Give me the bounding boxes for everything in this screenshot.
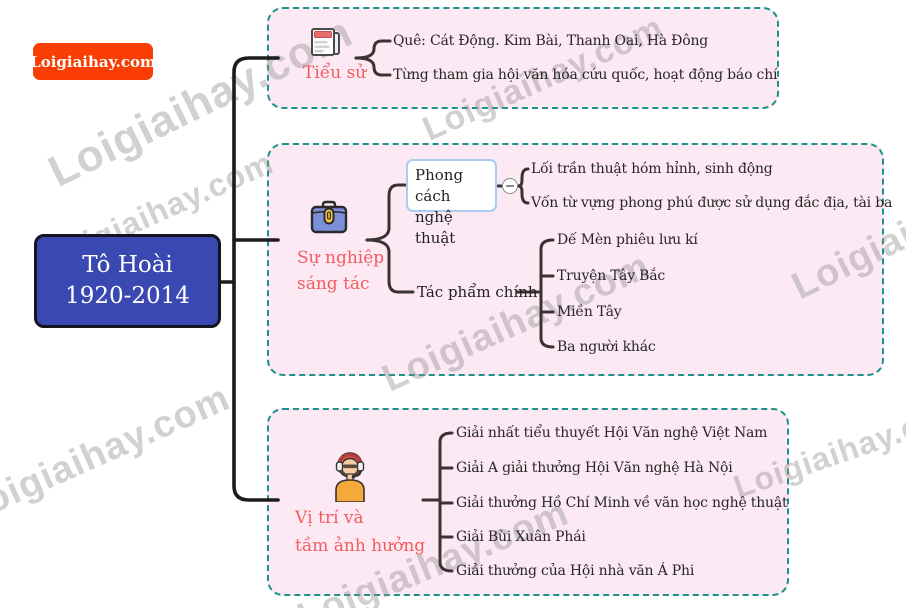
briefcase-icon <box>310 200 348 238</box>
tree-item[interactable]: Từng tham gia hội văn hóa cứu quốc, hoạt… <box>393 67 778 83</box>
tree-item[interactable]: Dế Mèn phiêu lưu kí <box>557 232 698 248</box>
watermark: Loigiaihay.com <box>850 529 906 608</box>
subtopic-artistic-style[interactable]: Phong cách nghệ thuật <box>406 159 497 247</box>
tree-item[interactable]: Giải thưởng Hồ Chí Minh về văn học nghệ … <box>456 495 788 511</box>
tree-item[interactable]: Lối trần thuật hóm hỉnh, sinh động <box>531 161 773 177</box>
branch-label-line: Vị trí và <box>295 508 364 528</box>
root-name: Tô Hoài <box>82 252 173 278</box>
tree-item[interactable]: Giải thưởng của Hội nhà văn Á Phi <box>456 563 695 579</box>
branch-box-biography[interactable] <box>267 7 779 109</box>
person-headset-icon <box>330 450 370 506</box>
tree-item[interactable]: Truyện Tây Bắc <box>557 268 666 284</box>
tree-item[interactable]: Ba người khác <box>557 339 656 355</box>
newspaper-icon <box>309 26 343 64</box>
branch-label-line: sáng tác <box>297 274 370 294</box>
watermark: Loigiaihay.com <box>0 376 237 533</box>
collapse-button[interactable] <box>502 178 518 194</box>
tree-item[interactable]: Giải nhất tiểu thuyết Hội Văn nghệ Việt … <box>456 425 768 441</box>
branch-box-influence[interactable] <box>267 408 789 596</box>
branch-label-influence[interactable]: Vị trí và tầm ảnh hưởng <box>295 504 425 560</box>
branch-label-career[interactable]: Sự nghiệp sáng tác <box>297 245 384 297</box>
site-logo: Loigiaihay.com <box>30 43 156 80</box>
root-node[interactable]: Tô Hoài 1920-2014 <box>34 234 221 328</box>
branch-label-biography[interactable]: Tiểu sử <box>303 63 367 83</box>
tree-item[interactable]: Vốn từ vựng phong phú được sử dụng đắc đ… <box>531 195 893 211</box>
branch-label-line: Sự nghiệp <box>297 248 385 268</box>
root-years: 1920-2014 <box>65 283 190 309</box>
tree-item[interactable]: Giải Bùi Xuân Phái <box>456 529 586 545</box>
subtopic-label-line: Phong cách <box>415 166 464 205</box>
branch-label-line: tầm ảnh hưởng <box>295 536 426 556</box>
subtopic-label-line: nghệ thuật <box>415 208 456 247</box>
tree-item[interactable]: Giải A giải thưởng Hội Văn nghệ Hà Nội <box>456 460 733 476</box>
minus-icon <box>506 185 514 187</box>
subtopic-main-works[interactable]: Tác phẩm chính <box>417 283 538 301</box>
tree-item[interactable]: Quê: Cát Động. Kim Bài, Thanh Oai, Hà Đô… <box>393 33 709 49</box>
tree-item[interactable]: Miền Tây <box>557 304 622 320</box>
